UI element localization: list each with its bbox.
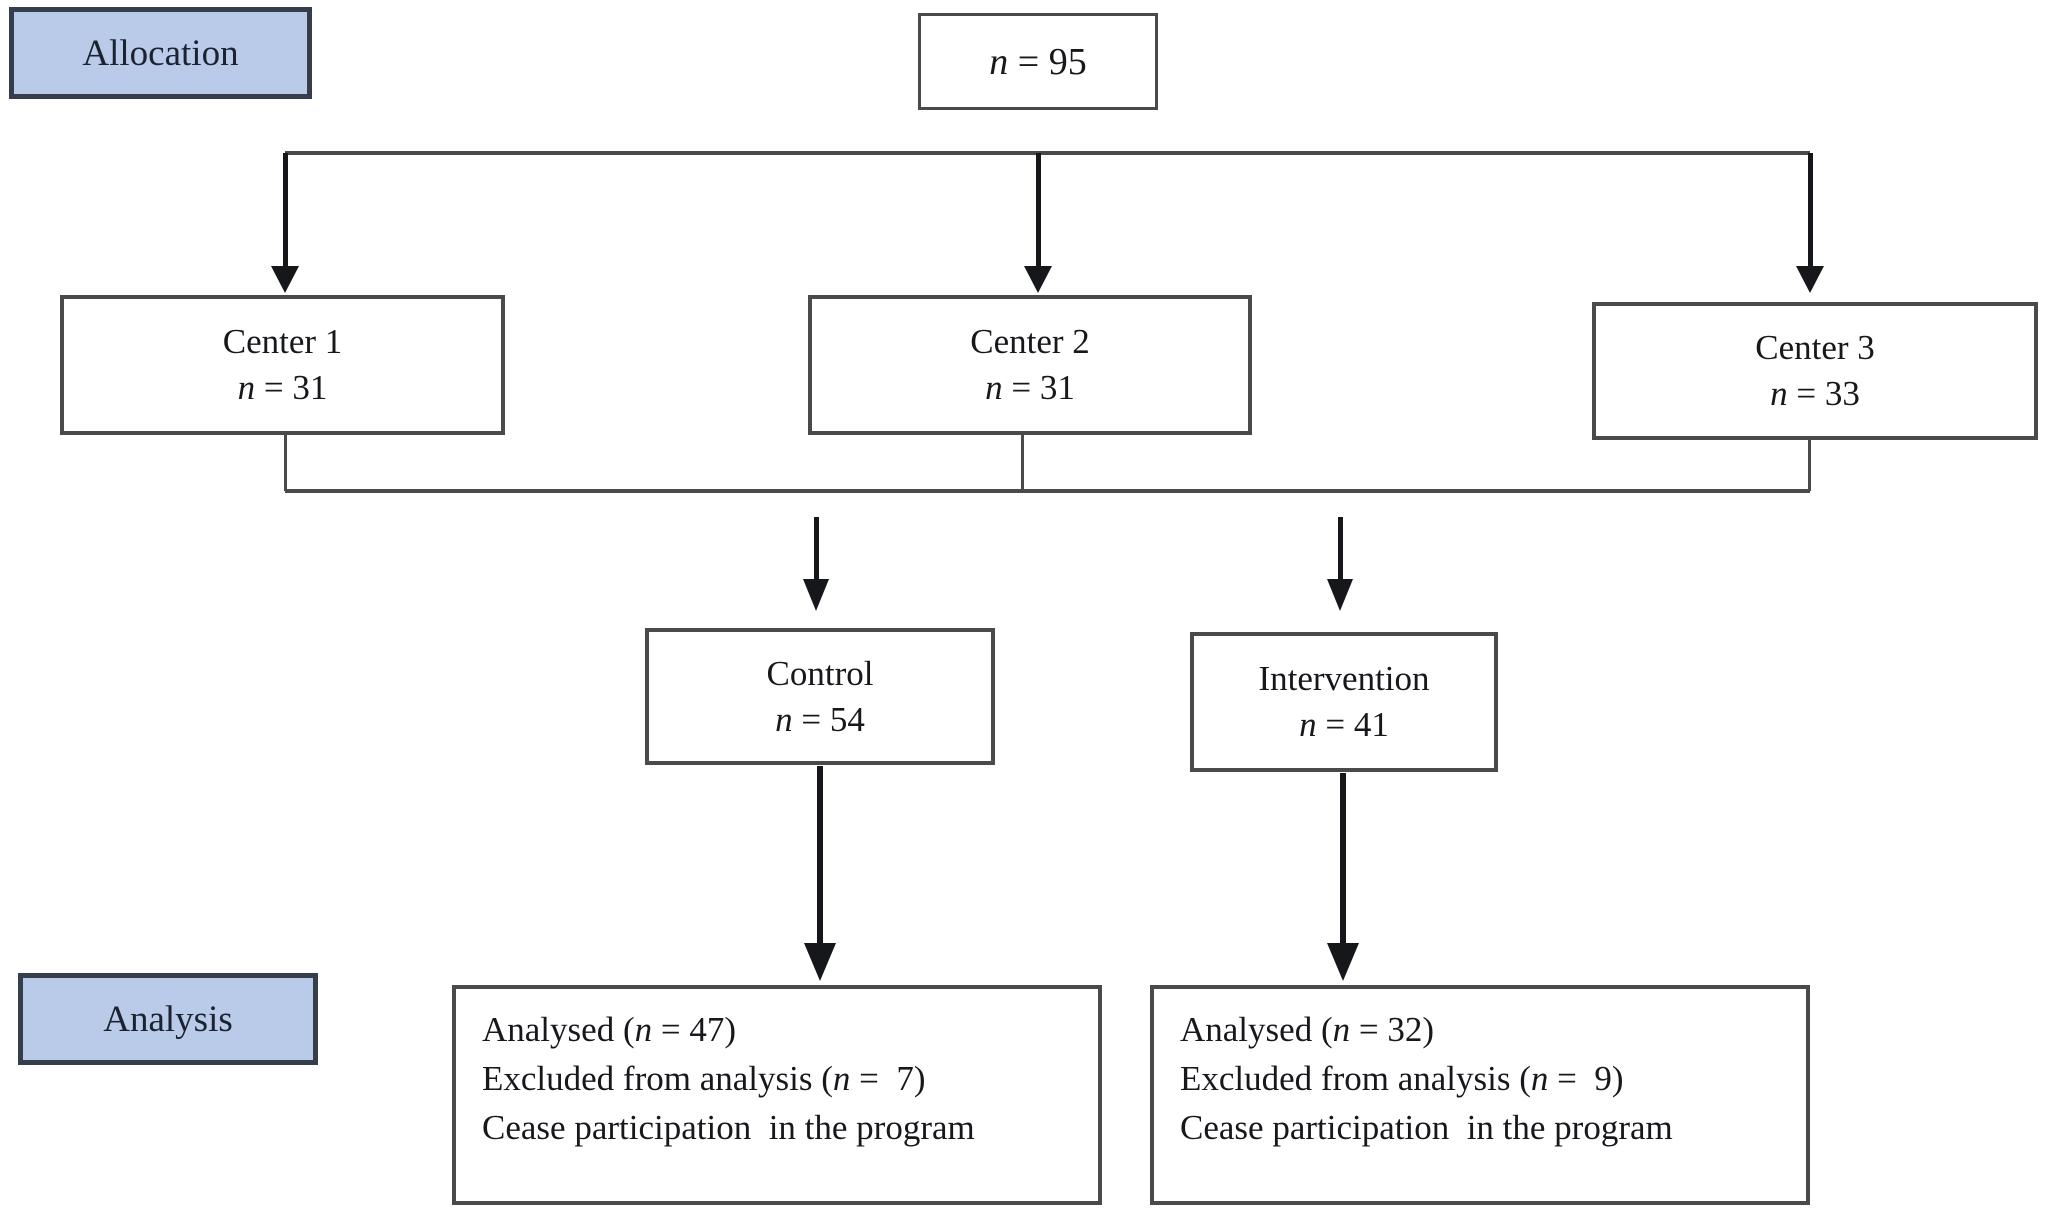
total-enrolled-box: n = 95 <box>918 13 1158 110</box>
arrow-shaft <box>1340 773 1346 943</box>
arrow-shaft <box>283 153 288 266</box>
stage-label-analysis-text: Analysis <box>103 998 233 1040</box>
arrow-shaft <box>817 766 823 943</box>
center-1-title: Center 1 <box>222 322 343 361</box>
stage-label-allocation-text: Allocation <box>82 32 239 74</box>
center-3-n-line: n = 33 <box>1770 374 1860 413</box>
arrow-shaft <box>1036 153 1041 266</box>
center-2-title: Center 2 <box>970 322 1090 361</box>
arrow-head <box>1024 266 1052 293</box>
analysed-line: Analysed (n = 32) <box>1180 1010 1435 1049</box>
excluded-line: Excluded from analysis (n = 9) <box>1180 1059 1624 1098</box>
excluded-line: Excluded from analysis (n = 7) <box>482 1059 926 1098</box>
center-2-n-line: n = 31 <box>985 368 1075 407</box>
control-title: Control <box>766 653 874 693</box>
arrow-shaft <box>1338 517 1343 579</box>
arrow-head <box>271 266 299 293</box>
analysis-box-intervention: Analysed (n = 32) Excluded from analysis… <box>1150 985 1810 1205</box>
stage-label-analysis: Analysis <box>18 973 318 1065</box>
intervention-title: Intervention <box>1258 659 1430 698</box>
center-3-box: Center 3 n = 33 <box>1592 302 2038 440</box>
arrow-head <box>1327 943 1359 981</box>
drop-line-center-2 <box>1021 435 1024 491</box>
analysed-line: Analysed (n = 47) <box>482 1010 737 1049</box>
stage-label-allocation: Allocation <box>9 7 312 99</box>
collector-line-centers <box>285 489 1810 493</box>
control-box: Control n = 54 <box>645 628 995 765</box>
analysis-box-control: Analysed (n = 47) Excluded from analysis… <box>452 985 1102 1205</box>
control-n-line: n = 54 <box>775 699 865 739</box>
drop-line-center-1 <box>284 435 287 491</box>
arrow-head <box>804 943 836 981</box>
cease-line: Cease participation in the program <box>482 1108 975 1147</box>
arrow-head <box>803 579 829 611</box>
arrow-shaft <box>814 517 819 579</box>
drop-line-center-3 <box>1808 440 1811 491</box>
center-1-n-line: n = 31 <box>237 368 328 407</box>
center-3-title: Center 3 <box>1755 328 1875 367</box>
arrow-head <box>1796 266 1824 293</box>
center-2-box: Center 2 n = 31 <box>808 295 1252 435</box>
distributor-line-allocation <box>285 151 1810 155</box>
arrow-shaft <box>1808 153 1813 266</box>
intervention-box: Intervention n = 41 <box>1190 632 1498 772</box>
center-1-box: Center 1 n = 31 <box>60 295 505 435</box>
cease-line: Cease participation in the program <box>1180 1108 1673 1147</box>
total-n-line: n = 95 <box>989 40 1087 83</box>
intervention-n-line: n = 41 <box>1299 705 1389 744</box>
arrow-head <box>1327 579 1353 611</box>
